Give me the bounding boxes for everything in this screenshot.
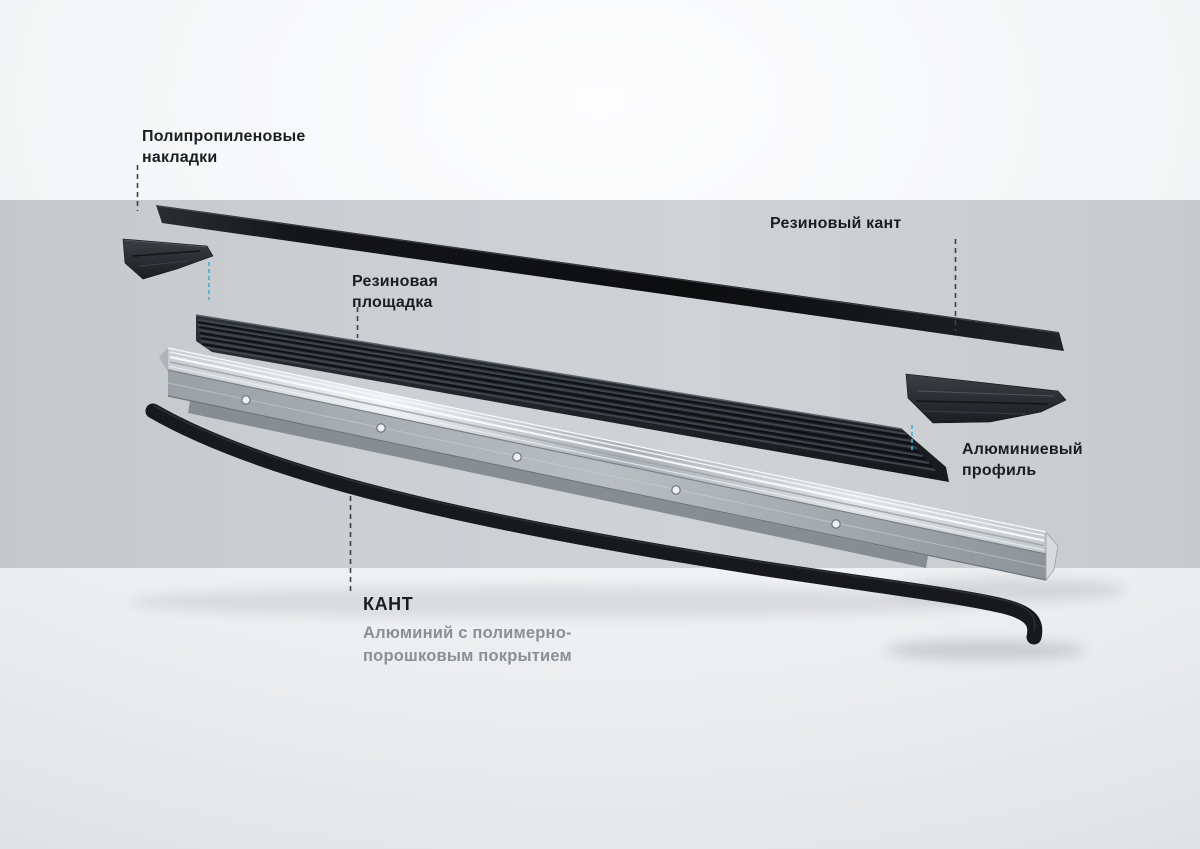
label-kant: КАНТ Алюминий с полимерно- порошковым по… bbox=[363, 593, 572, 667]
rubber-edge-strip bbox=[156, 205, 1064, 351]
rubber-edge-strip-body bbox=[156, 205, 1064, 351]
right-end-cap bbox=[905, 373, 1067, 424]
label-kant-subtitle-line2: порошковым покрытием bbox=[363, 646, 572, 665]
label-rubber-edge: Резиновый кант bbox=[770, 214, 901, 235]
aluminum-profile bbox=[159, 347, 1059, 582]
left-end-cap bbox=[122, 238, 214, 280]
label-rubber-pad-line1: Резиновая bbox=[352, 273, 439, 290]
left-end-cap-body bbox=[122, 238, 214, 280]
left-end-cap-rib bbox=[139, 260, 189, 267]
label-aluminum-line1: Алюминиевый bbox=[962, 441, 1083, 458]
rivet-holes bbox=[241, 395, 841, 529]
right-end-cap-rib bbox=[915, 400, 1049, 405]
bar-end-shadow bbox=[885, 640, 1085, 660]
rivet-hole bbox=[241, 395, 251, 405]
label-rubber-edge-text: Резиновый кант bbox=[770, 215, 902, 232]
left-end-cap-edge bbox=[123, 239, 207, 248]
label-polypropylene-caps: Полипропиленовые накладки bbox=[142, 127, 305, 169]
label-kant-subtitle-line1: Алюминий с полимерно- bbox=[363, 624, 572, 643]
rubber-platform bbox=[195, 314, 949, 482]
rubber-platform-ribs bbox=[197, 319, 936, 471]
label-kant-subtitle: Алюминий с полимерно- порошковым покрыти… bbox=[363, 622, 572, 667]
label-polypropylene-line1: Полипропиленовые bbox=[142, 128, 306, 145]
rubber-platform-top-edge bbox=[195, 314, 903, 430]
aluminum-base-lip bbox=[188, 401, 928, 568]
left-end-cap-rib bbox=[132, 250, 201, 257]
rivet-hole bbox=[512, 452, 522, 462]
aluminum-left-tip bbox=[159, 348, 168, 372]
label-rubber-pad-line2: площадка bbox=[352, 293, 433, 311]
aluminum-top-face bbox=[168, 348, 1046, 554]
rivet-hole bbox=[831, 519, 841, 529]
rivet-hole bbox=[376, 423, 386, 433]
aluminum-extrusion-streaks bbox=[167, 347, 1047, 581]
kant-edge-bar-highlight bbox=[152, 404, 1036, 632]
kant-edge-bar bbox=[145, 403, 1043, 645]
label-rubber-pad: Резиновая площадка bbox=[352, 272, 438, 314]
bar-shadow bbox=[130, 586, 990, 618]
right-end-cap-rib bbox=[921, 410, 1027, 415]
soft-shadows bbox=[130, 578, 1125, 660]
kant-edge-bar-body bbox=[145, 403, 1043, 645]
right-end-cap-edge bbox=[917, 390, 1055, 397]
label-aluminum-profile: Алюминиевый профиль bbox=[962, 440, 1083, 482]
rivet-hole bbox=[671, 485, 681, 495]
label-aluminum-line2: профиль bbox=[962, 461, 1037, 479]
cyan-connectors bbox=[208, 262, 913, 452]
leader-lines bbox=[136, 165, 957, 591]
rubber-edge-strip-highlight bbox=[156, 205, 1060, 334]
label-polypropylene-line2: накладки bbox=[142, 148, 218, 166]
right-end-cap-body bbox=[905, 373, 1067, 424]
aluminum-right-tip bbox=[1045, 530, 1059, 582]
label-kant-title: КАНТ bbox=[363, 594, 414, 614]
